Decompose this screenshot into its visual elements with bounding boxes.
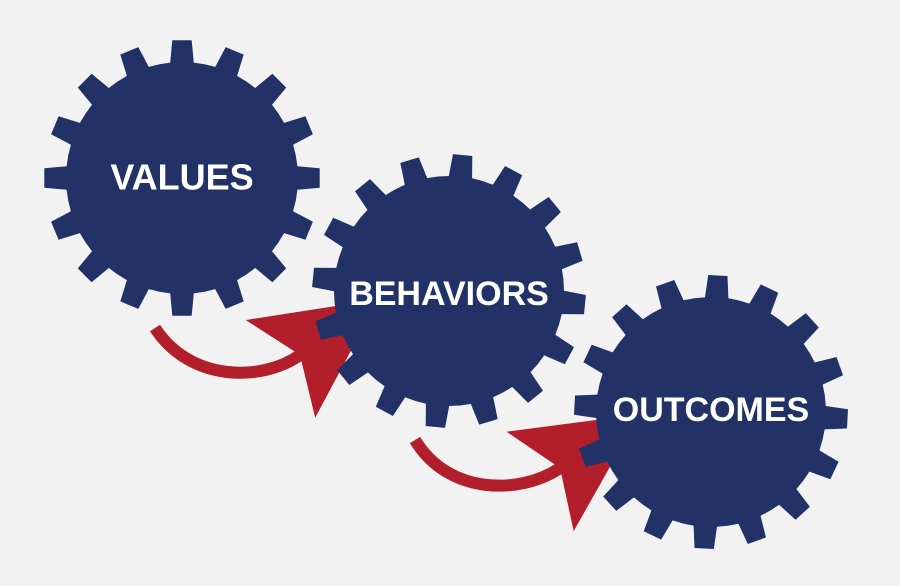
gear-label-values: VALUES <box>110 157 253 198</box>
gear-behaviors: BEHAVIORS <box>312 154 586 428</box>
gear-shape-values <box>44 40 320 316</box>
gear-outcomes: OUTCOMES <box>574 275 848 549</box>
gear-label-outcomes: OUTCOMES <box>613 391 809 429</box>
gear-shape-behaviors <box>312 154 586 428</box>
gear-values: VALUES <box>44 40 320 316</box>
gear-shape-outcomes <box>574 275 848 549</box>
gear-label-behaviors: BEHAVIORS <box>349 275 549 313</box>
arrow-values-to-behaviors <box>149 299 379 418</box>
arrow-behaviors-to-outcomes <box>409 414 640 532</box>
